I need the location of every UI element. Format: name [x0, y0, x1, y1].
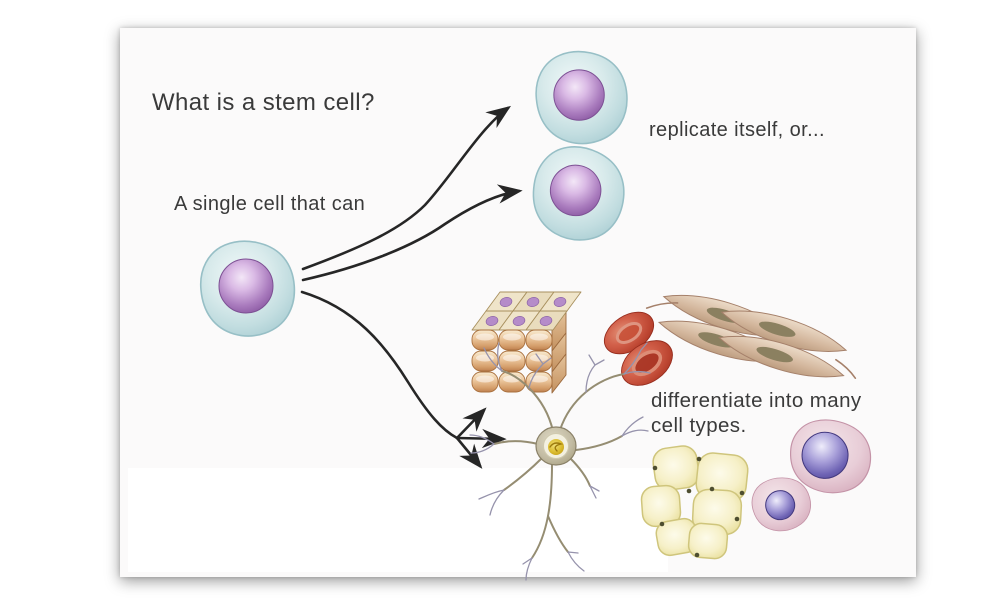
differentiate-label-line2: cell types. [651, 414, 747, 437]
daughter-stem-cell-top [535, 50, 628, 145]
fat-cells [640, 445, 749, 560]
smooth-muscle-cells [645, 283, 857, 389]
red-blood-cells [603, 311, 673, 386]
page-title: What is a stem cell? [152, 89, 375, 116]
arrow-to-daughter-bottom [301, 184, 523, 282]
arrow-fan-right [455, 428, 507, 449]
epithelial-cell-block [471, 291, 582, 394]
daughter-stem-cell-bottom [522, 137, 635, 251]
stem-cell [199, 240, 296, 337]
differentiate-label: differentiate into many cell types. [651, 388, 862, 438]
epithelial-top-face [471, 291, 582, 331]
replicate-label: replicate itself, or... [649, 119, 825, 141]
arrow-fan-down [455, 436, 483, 469]
arrow-to-daughter-top [301, 105, 512, 271]
white-blood-cells [747, 414, 876, 536]
epithelial-side-face [551, 310, 567, 394]
arrows [300, 105, 523, 469]
epithelial-front-face [471, 329, 553, 393]
arrow-fan-up [455, 407, 487, 440]
arrow-to-differentiated [300, 290, 459, 440]
subtitle-label: A single cell that can [174, 193, 366, 215]
neuron [469, 342, 651, 581]
card-white-patch [128, 468, 668, 572]
differentiate-label-line1: differentiate into many [651, 389, 862, 412]
